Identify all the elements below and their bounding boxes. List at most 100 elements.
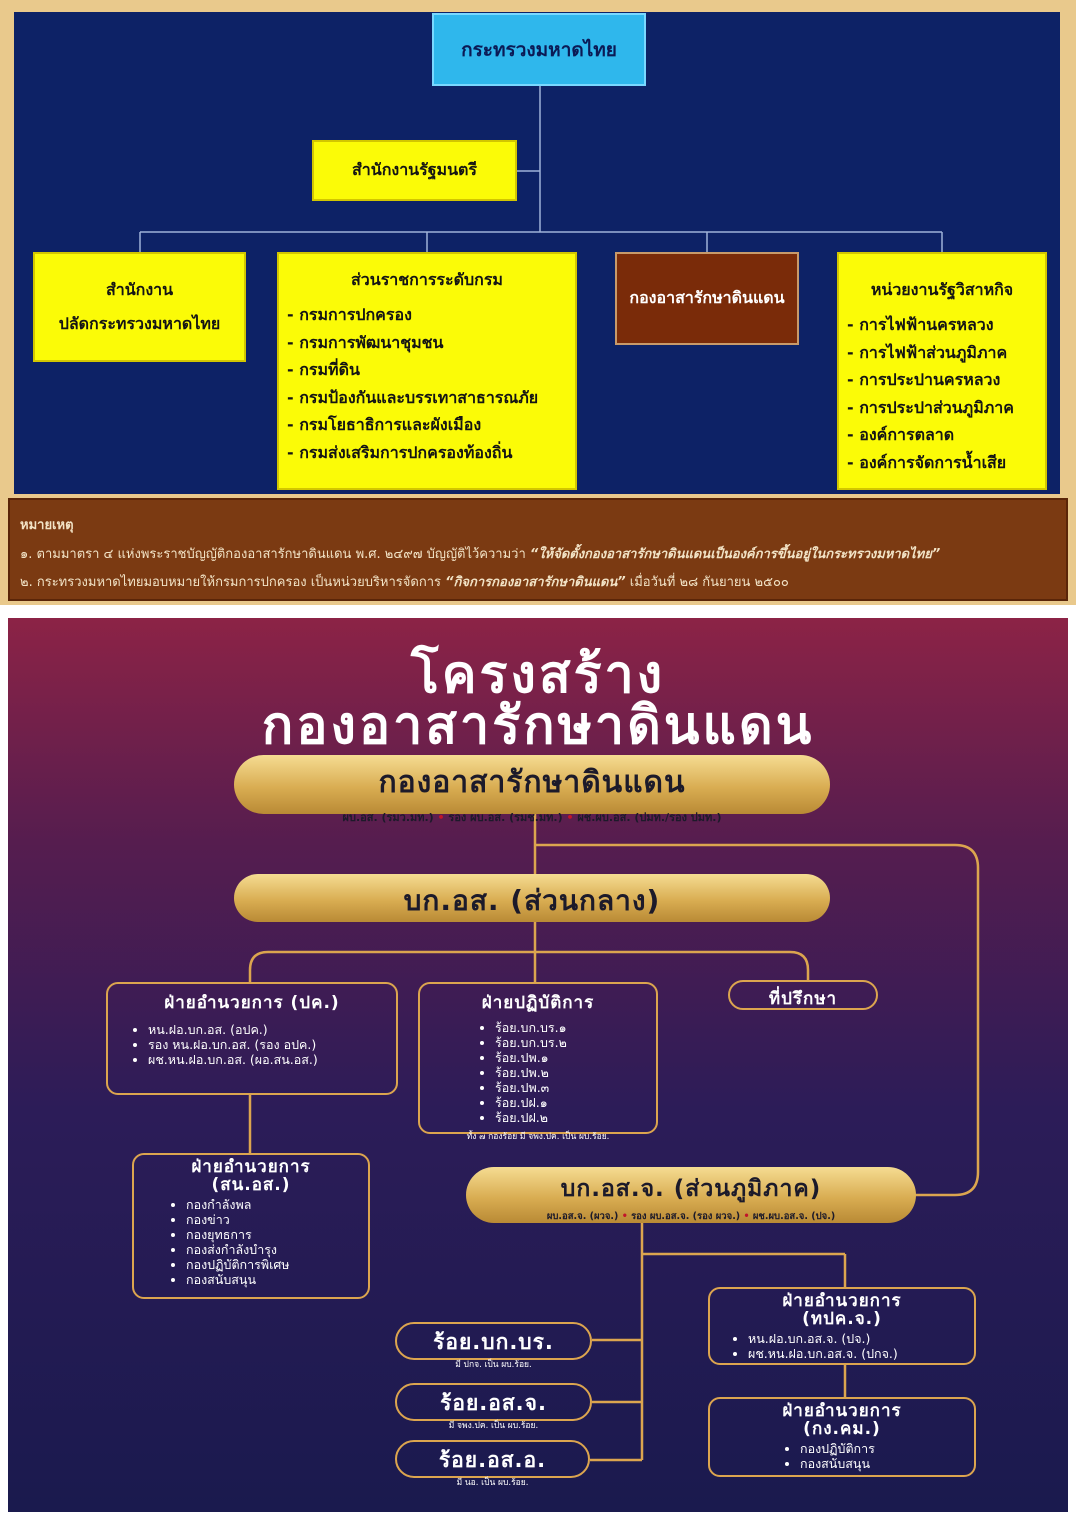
admin-pk-item: หน.ฝอ.บก.อส. (อปค.) — [148, 1022, 396, 1037]
operations-company: ร้อย.ปพ.๓ — [495, 1080, 656, 1095]
note-line-1: ๑. ตามมาตรา ๔ แห่งพระราชบัญญัติกองอาสารั… — [20, 543, 1056, 564]
state-enterprise-item: การประปาส่วนภูมิภาค — [847, 394, 1037, 422]
operations-footnote: ทั้ง ๗ กองร้อย มี จพง.ปค. เป็น ผบ.ร้อย. — [466, 1132, 610, 1142]
volunteer-corps-box: กองอาสารักษาดินแดน — [615, 252, 799, 345]
note-1-quote: “ให้จัดตั้งกองอาสารักษาดินแดนเป็นองค์การ… — [529, 547, 941, 562]
admin-gkm-list: กองปฏิบัติการ กองสนับสนุน — [710, 1441, 974, 1471]
operations-box: ฝ่ายปฏิบัติการ ร้อย.บก.บร.๑ ร้อย.บก.บร.๒… — [418, 982, 658, 1142]
note-2-quote: “กิจการกองอาสารักษาดินแดน” — [445, 575, 626, 590]
ministry-box: กระทรวงมหาดไทย — [432, 13, 646, 86]
notes-box: หมายเหตุ ๑. ตามมาตรา ๔ แห่งพระราชบัญญัติ… — [8, 498, 1068, 601]
admin-pk-item: ผช.หน.ฝอ.บก.อส. (ผอ.สน.อส.) — [148, 1052, 318, 1067]
admin-tpk-title-1: ฝ่ายอำนวยการ — [782, 1291, 902, 1311]
hq-commander: ผบ.อส. (รมว.มท.) — [342, 811, 434, 824]
admin-tpk-item: ผช.หน.ฝอ.บก.อส.จ. (ปกจ.) — [748, 1346, 974, 1361]
operations-company: ร้อย.บก.บร.๒ — [495, 1035, 656, 1050]
permanent-secretary-box: สำนักงาน ปลัดกระทรวงมหาดไทย — [33, 252, 246, 362]
corps-hq-commanders: ผบ.อส. (รมว.มท.) • รอง ผบ.อส. (รมช.มท.) … — [234, 808, 830, 826]
admin-pk-box: ฝ่ายอำนวยการ (ปค.) หน.ฝอ.บก.อส. (อปค.) ร… — [106, 982, 398, 1095]
minister-office-box: สำนักงานรัฐมนตรี — [312, 140, 517, 201]
minister-office-label: สำนักงานรัฐมนตรี — [352, 160, 477, 179]
company-name: ร้อย.บก.บร. — [433, 1330, 554, 1354]
regional-hq-pill: บก.อส.จ. (ส่วนภูมิภาค) ผบ.อส.จ. (ผวจ.) •… — [466, 1167, 916, 1223]
company-name: ร้อย.อส.อ. — [438, 1448, 547, 1472]
admin-pk-list: หน.ฝอ.บก.อส. (อปค.) รอง หน.ฝอ.บก.อส. (รอ… — [108, 1022, 396, 1067]
note-2-date: เมื่อวันที่ ๒๘ กันยายน ๒๕๐๐ — [625, 575, 789, 590]
department-item: กรมการพัฒนาชุมชน — [287, 329, 567, 357]
operations-company: ร้อย.ปฝ.๑ — [495, 1095, 656, 1110]
regional-assistant-commander: ผช.ผบ.อส.จ. (ปจ.) — [752, 1211, 836, 1222]
departments-title: ส่วนราชการระดับกรม — [351, 270, 503, 289]
hq-deputy-commander: รอง ผบ.อส. (รมช.มท.) — [448, 811, 563, 824]
company-commander-note: มี นอ. เป็น ผบ.ร้อย. — [456, 1478, 529, 1488]
state-enterprises-box: หน่วยงานรัฐวิสาหกิจ การไฟฟ้านครหลวง การไ… — [837, 252, 1047, 490]
note-2-text: ๒. กระทรวงมหาดไทยมอบหมายให้กรมการปกครอง … — [20, 575, 446, 590]
notes-title: หมายเหตุ — [20, 518, 74, 533]
company-commander-note: มี จพง.ปค. เป็น ผบ.ร้อย. — [448, 1421, 539, 1431]
corps-hq-name: กองอาสารักษาดินแดน — [378, 765, 686, 800]
admin-sn-box: ฝ่ายอำนวยการ (สน.อส.) กองกำลังพล กองข่าว… — [132, 1153, 370, 1299]
corps-title-line-1: โครงสร้าง — [410, 645, 666, 705]
state-enterprises-title: หน่วยงานรัฐวิสาหกิจ — [870, 280, 1014, 299]
admin-pk-title: ฝ่ายอำนวยการ (ปค.) — [164, 993, 340, 1013]
separator-dot: • — [621, 1211, 628, 1222]
company-commander-note: มี ปกจ. เป็น ผบ.ร้อย. — [455, 1360, 532, 1370]
company-asj-pill: ร้อย.อส.จ. มี จพง.ปค. เป็น ผบ.ร้อย. — [395, 1383, 592, 1431]
company-name: ร้อย.อส.จ. — [440, 1391, 547, 1415]
department-item: กรมการปกครอง — [287, 301, 567, 329]
ministry-connector-lines — [139, 86, 943, 252]
ministry-label: กระทรวงมหาดไทย — [461, 38, 617, 61]
department-item: กรมป้องกันและบรรเทาสาธารณภัย — [287, 384, 567, 412]
admin-sn-list: กองกำลังพล กองข่าว กองยุทธการ กองส่งกำลั… — [134, 1197, 368, 1287]
ministry-structure-panel: กระทรวงมหาดไทย สำนักงานรัฐมนตรี สำนักงาน… — [0, 0, 1076, 605]
admin-gkm-box: ฝ่ายอำนวยการ (กง.คม.) กองปฏิบัติการ กองส… — [708, 1397, 976, 1477]
operations-list: ร้อย.บก.บร.๑ ร้อย.บก.บร.๒ ร้อย.ปพ.๑ ร้อย… — [420, 1020, 656, 1125]
separator-dot: • — [566, 811, 574, 824]
permanent-secretary-label-1: สำนักงาน — [105, 280, 174, 299]
admin-tpk-title-2: (ทปค.จ.) — [802, 1309, 882, 1329]
corps-title-line-2: กองอาสารักษาดินแดน — [261, 696, 815, 756]
department-item: กรมส่งเสริมการปกครองท้องถิ่น — [287, 439, 567, 467]
corps-hq-pill: กองอาสารักษาดินแดน ผบ.อส. (รมว.มท.) • รอ… — [234, 755, 830, 824]
state-enterprise-item: องค์การตลาด — [847, 421, 1037, 449]
note-1-text: ๑. ตามมาตรา ๔ แห่งพระราชบัญญัติกองอาสารั… — [20, 547, 530, 562]
departments-list: กรมการปกครอง กรมการพัฒนาชุมชน กรมที่ดิน … — [287, 301, 567, 466]
state-enterprise-item: การไฟฟ้านครหลวง — [847, 311, 1037, 339]
admin-sn-item: กองสนับสนุน — [186, 1272, 368, 1287]
admin-sn-title-2: (สน.อส.) — [211, 1175, 291, 1195]
admin-sn-item: กองยุทธการ — [186, 1227, 368, 1242]
hq-assistant-commander: ผช.ผบ.อส. (ปมท./รอง ปมท.) — [577, 811, 722, 824]
admin-sn-item: กองปฏิบัติการพิเศษ — [186, 1257, 368, 1272]
state-enterprises-list: การไฟฟ้านครหลวง การไฟฟ้าส่วนภูมิภาค การป… — [847, 311, 1037, 476]
admin-tpk-list: หน.ฝอ.บก.อส.จ. (ปจ.) ผช.หน.ฝอ.บก.อส.จ. (… — [710, 1331, 974, 1361]
advisor-label: ที่ปรึกษา — [768, 989, 838, 1009]
operations-company: ร้อย.ปฝ.๒ — [495, 1110, 656, 1125]
note-line-2: ๒. กระทรวงมหาดไทยมอบหมายให้กรมการปกครอง … — [20, 571, 1056, 592]
state-enterprise-item: องค์การจัดการน้ำเสีย — [847, 449, 1037, 477]
company-bkbr-pill: ร้อย.บก.บร. มี ปกจ. เป็น ผบ.ร้อย. — [395, 1322, 592, 1370]
permanent-secretary-label-2: ปลัดกระทรวงมหาดไทย — [58, 314, 221, 333]
departments-box: ส่วนราชการระดับกรม กรมการปกครอง กรมการพั… — [277, 252, 577, 490]
central-hq-name: บก.อส. (ส่วนกลาง) — [403, 884, 661, 917]
admin-sn-item: กองข่าว — [186, 1212, 368, 1227]
regional-deputy-commander: รอง ผบ.อส.จ. (รอง ผวจ.) — [631, 1211, 741, 1222]
admin-pk-item: รอง หน.ฝอ.บก.อส. (รอง อปค.) — [148, 1037, 318, 1052]
admin-sn-title-1: ฝ่ายอำนวยการ — [191, 1157, 311, 1177]
regional-commander: ผบ.อส.จ. (ผวจ.) — [546, 1211, 619, 1222]
operations-company: ร้อย.บก.บร.๑ — [495, 1020, 656, 1035]
advisor-pill: ที่ปรึกษา — [728, 980, 878, 1010]
admin-gkm-title-1: ฝ่ายอำนวยการ — [782, 1401, 902, 1421]
admin-sn-item: กองส่งกำลังบำรุง — [186, 1242, 368, 1257]
admin-sn-item: กองกำลังพล — [186, 1197, 368, 1212]
admin-gkm-title-2: (กง.คม.) — [803, 1419, 881, 1439]
volunteer-corps-label: กองอาสารักษาดินแดน — [629, 288, 785, 307]
department-item: กรมโยธาธิการและผังเมือง — [287, 411, 567, 439]
admin-gkm-item: กองสนับสนุน — [800, 1456, 974, 1471]
separator-dot: • — [437, 811, 445, 824]
operations-company: ร้อย.ปพ.๑ — [495, 1050, 656, 1065]
admin-tpk-box: ฝ่ายอำนวยการ (ทปค.จ.) หน.ฝอ.บก.อส.จ. (ปจ… — [708, 1287, 976, 1365]
department-item: กรมที่ดิน — [287, 356, 567, 384]
state-enterprise-item: การประปานครหลวง — [847, 366, 1037, 394]
central-hq-pill: บก.อส. (ส่วนกลาง) — [234, 874, 830, 922]
